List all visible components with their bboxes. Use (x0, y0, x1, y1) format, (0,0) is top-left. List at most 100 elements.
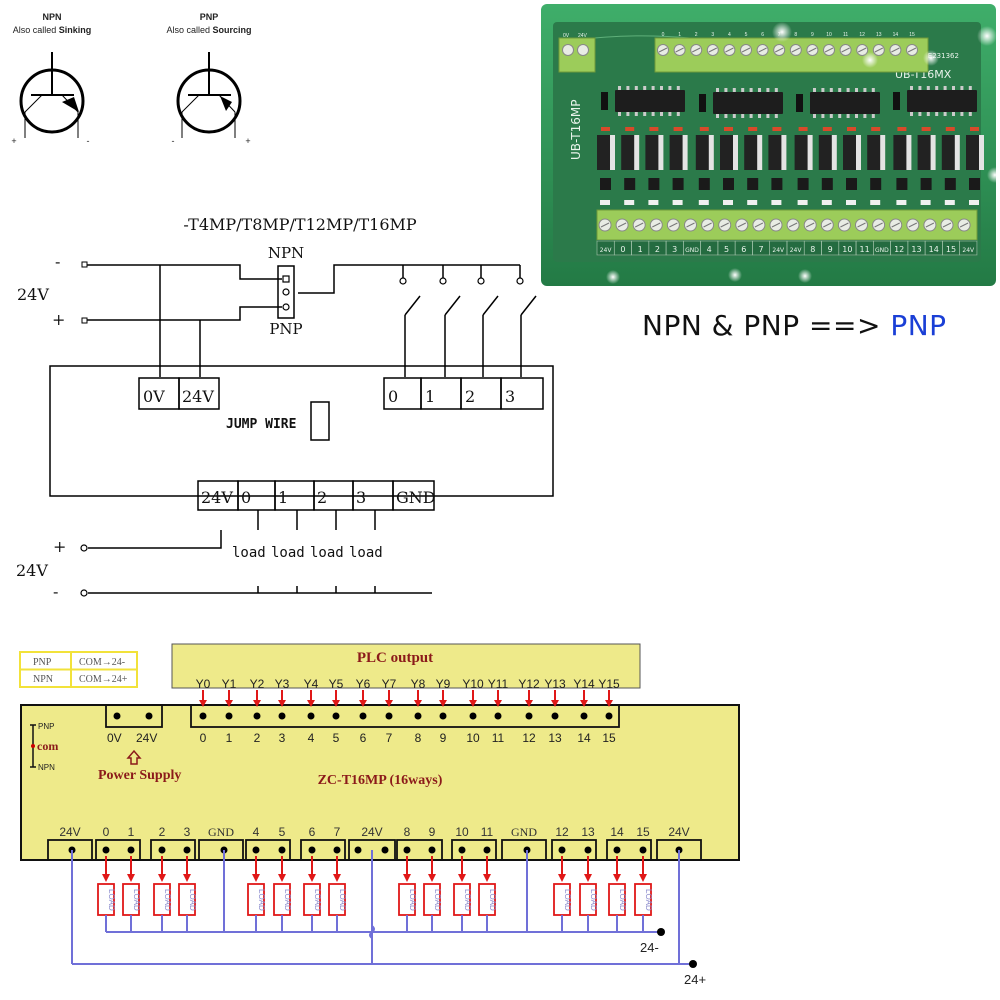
npn-pnp-jumper (277, 265, 295, 319)
terminal-dot (403, 846, 411, 854)
svg-text:+: + (11, 136, 16, 146)
output-terminal-label: 6 (309, 825, 316, 839)
svg-text:-: - (172, 136, 175, 146)
plc-output-label: Y12 (518, 677, 540, 691)
svg-text:NPN: NPN (38, 763, 55, 772)
arrow-down-icon (458, 874, 466, 882)
supply-in-voltage: 24V (17, 285, 49, 304)
bottom-terminal-label: 9 (828, 245, 833, 254)
bottom-terminal-label: GND (685, 247, 699, 254)
input-terminal-dot (307, 712, 315, 720)
output-terminal-block (396, 839, 443, 861)
top-input-label: 5 (745, 32, 748, 38)
arrow-down-icon (127, 874, 135, 882)
output-terminal-block (245, 839, 291, 861)
output-terminal-label: 5 (279, 825, 286, 839)
terminal-dot (558, 846, 566, 854)
svg-text:PNP: PNP (33, 657, 52, 668)
terminal-dot (102, 846, 110, 854)
top-input-label: 13 (876, 32, 882, 38)
load-label: LOAD (408, 889, 417, 911)
input-number: 0 (200, 731, 207, 745)
top-input-label: 4 (728, 32, 731, 38)
arrow-down-icon (225, 700, 233, 707)
jumper-pnp-label: PNP (269, 320, 302, 338)
load-label: LOAD (163, 889, 172, 911)
board-name-side: UB-T16MP (569, 100, 583, 160)
input-terminal-dot (414, 712, 422, 720)
arrow-down-icon (307, 700, 315, 707)
output-terminal-label: 2 (159, 825, 166, 839)
output-terminal-label: 10 (455, 825, 469, 839)
svg-text:NPN: NPN (33, 674, 53, 685)
terminal-dot (308, 846, 316, 854)
plc-output-label: Y9 (436, 677, 451, 691)
chip (810, 92, 880, 114)
mosfet (794, 135, 812, 170)
input-number: 11 (492, 731, 505, 745)
pnp-symbol: PNP Also called Sourcing - + (166, 12, 251, 146)
bottom-terminal-label: 8 (810, 245, 815, 254)
svg-text:Also called Sourcing: Also called Sourcing (166, 25, 251, 35)
input-terminal-dot (253, 712, 261, 720)
pnp-title: PNP (200, 12, 219, 22)
top-input-label: 6 (761, 32, 764, 38)
arrow-down-icon (613, 874, 621, 882)
output-terminal-label: 15 (636, 825, 650, 839)
top-power-label: 0V (563, 33, 570, 39)
wire-crossover (369, 925, 375, 939)
top-input-label: 15 (909, 32, 915, 38)
load-label: LOAD (107, 889, 116, 911)
bottom-terminal-label: 24V (790, 247, 803, 254)
svg-text:-: - (55, 252, 60, 271)
load-label: LOAD (283, 889, 292, 911)
load-label: LOAD (618, 889, 627, 911)
terminal-dot (613, 846, 621, 854)
plc-output-label: Y15 (598, 677, 620, 691)
plc-output-label: Y4 (304, 677, 319, 691)
plc-output-title: PLC output (357, 650, 433, 666)
arrow-down-icon (414, 700, 422, 707)
load-label: LOAD (463, 889, 472, 911)
npn-title: NPN (42, 12, 61, 22)
arrow-down-icon (605, 700, 613, 707)
plc-output-label: Y10 (462, 677, 484, 691)
input-terminal-label: 2 (465, 387, 475, 406)
input-terminal-dot (278, 712, 286, 720)
jumper (796, 94, 803, 112)
svg-text:-: - (87, 136, 90, 146)
arrow-down-icon (102, 874, 110, 882)
npn-emitter-arrow-icon (62, 97, 79, 112)
plc-output-label: Y7 (382, 677, 397, 691)
bottom-terminal-label: 6 (741, 245, 746, 254)
terminal-dot (639, 846, 647, 854)
top-input-label: 12 (859, 32, 865, 38)
plc-output-label: Y3 (275, 677, 290, 691)
input-terminal-dot (525, 712, 533, 720)
bottom-terminal-label: 3 (672, 245, 677, 254)
arrow-down-icon (469, 700, 477, 707)
bottom-terminal-label: 1 (638, 245, 643, 254)
power-terminal-block: 0V 24V (138, 377, 220, 410)
terminal-dot (354, 846, 362, 854)
mosfet (695, 135, 713, 170)
chip (907, 90, 977, 112)
terminal-dot (278, 846, 286, 854)
output-terminal-block (198, 839, 244, 861)
top-input-label: 8 (794, 32, 797, 38)
bottom-terminal-label: 14 (929, 245, 939, 254)
pnp-emitter-arrow-icon (220, 96, 232, 111)
load-label: LOAD (644, 889, 653, 911)
load-label: LOAD (338, 889, 347, 911)
terminal-dot (158, 846, 166, 854)
input-number: 6 (360, 731, 367, 745)
output-terminal-label: 7 (334, 825, 341, 839)
mosfet (818, 135, 836, 170)
arrow-down-icon (584, 874, 592, 882)
screw-icon (577, 44, 589, 56)
load-label: load (271, 545, 305, 561)
arrow-down-icon (525, 700, 533, 707)
output-terminal-label: 9 (429, 825, 436, 839)
plc-output-label: Y6 (356, 677, 371, 691)
